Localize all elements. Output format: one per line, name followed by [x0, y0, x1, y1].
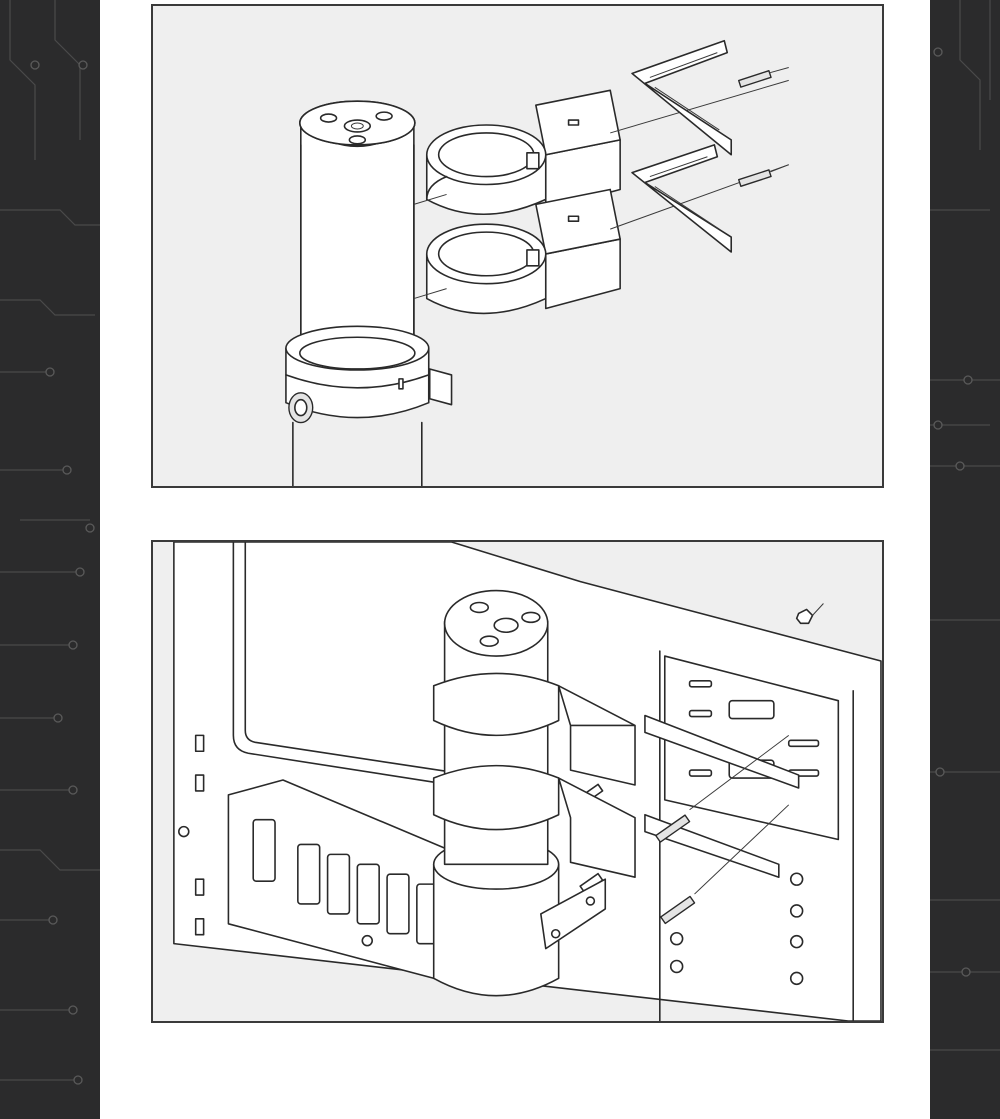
screw-upper — [738, 67, 789, 88]
screws-installed — [655, 734, 790, 925]
circuit-pattern-left — [0, 0, 100, 1085]
case-vents — [252, 680, 820, 945]
right-circuit-decoration — [930, 0, 1000, 1119]
bracket-installed — [644, 714, 800, 878]
reservoir-base — [285, 325, 453, 486]
circuit-pattern-right — [930, 0, 1000, 1051]
exploded-view-figure — [151, 4, 884, 488]
clamp-installed-lower — [432, 764, 636, 894]
screw-lower — [738, 164, 789, 187]
nut — [795, 603, 824, 625]
installed-view-figure — [151, 540, 884, 1023]
installed-view-drawing — [173, 542, 882, 1021]
mounting-bracket-upper — [631, 39, 733, 156]
content-panel — [100, 0, 930, 1119]
reservoir-tube — [299, 100, 416, 361]
left-circuit-decoration — [0, 0, 100, 1119]
clamp-installed-upper — [432, 672, 636, 805]
exploded-view-drawing — [285, 39, 789, 486]
case-holes — [178, 734, 804, 986]
mounting-bracket-lower — [631, 144, 733, 253]
lower-clamp — [425, 188, 621, 315]
base-bracket — [540, 878, 607, 950]
